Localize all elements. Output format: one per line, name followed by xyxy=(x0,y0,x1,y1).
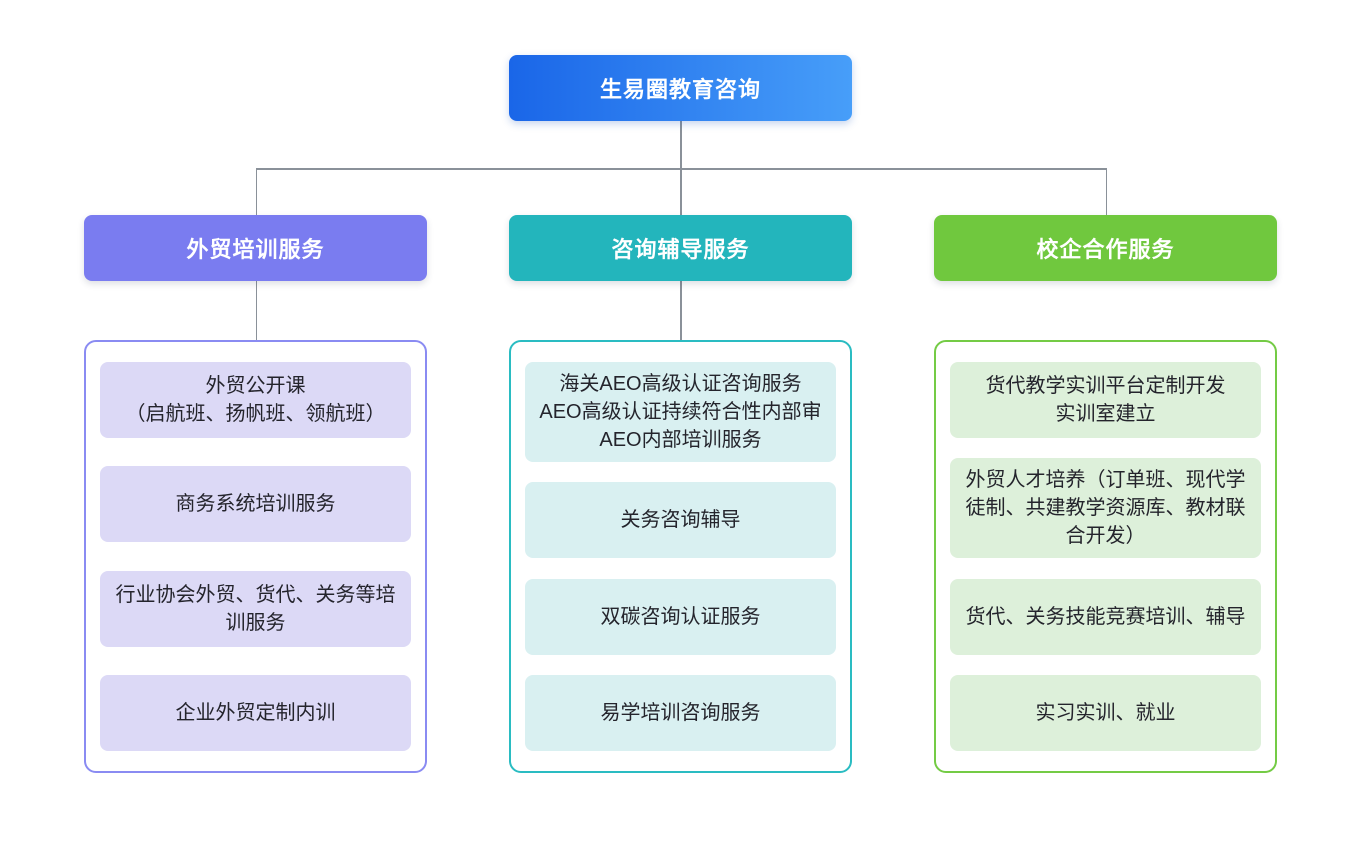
leaf-node-label: 企业外贸定制内训 xyxy=(175,701,336,724)
leaf-node-label: 易学培训咨询服务 xyxy=(600,701,761,724)
leaf-node: 实习实训、就业 xyxy=(950,674,1261,751)
connector-branch-stub-middle xyxy=(680,168,682,215)
connector-header-container-left xyxy=(255,281,257,340)
leaf-node: 货代教学实训平台定制开发 实训室建立 xyxy=(950,362,1261,438)
branch-header-consulting-coaching: 咨询辅导服务 xyxy=(509,215,852,281)
branch-container-school-enterprise-cooperation: 货代教学实训平台定制开发 实训室建立 外贸人才培养（订单班、现代学徒制、共建教学… xyxy=(934,340,1277,773)
leaf-node-label: 关务咨询辅导 xyxy=(620,509,741,532)
leaf-node-label: 商务系统培训服务 xyxy=(175,493,336,516)
leaf-node: 双碳咨询认证服务 xyxy=(525,578,836,655)
branch-header-label: 咨询辅导服务 xyxy=(611,237,750,262)
leaf-node: 商务系统培训服务 xyxy=(100,466,411,543)
leaf-node-label: 外贸人才培养（订单班、现代学徒制、共建教学资源库、教材联合开发） xyxy=(965,469,1246,548)
leaf-node-label: 货代教学实训平台定制开发 实训室建立 xyxy=(985,375,1226,425)
root-node: 生易圈教育咨询 xyxy=(509,55,852,121)
leaf-node: 海关AEO高级认证咨询服务 AEO高级认证持续符合性内部审 AEO内部培训服务 xyxy=(525,362,836,462)
leaf-node-label: 海关AEO高级认证咨询服务 AEO高级认证持续符合性内部审 AEO内部培训服务 xyxy=(539,373,822,451)
leaf-node: 外贸公开课 （启航班、扬帆班、领航班） xyxy=(100,362,411,438)
leaf-node: 货代、关务技能竞赛培训、辅导 xyxy=(950,578,1261,655)
leaf-node-label: 行业协会外贸、货代、关务等培训服务 xyxy=(115,583,396,634)
branch-header-label: 校企合作服务 xyxy=(1036,237,1175,262)
connector-root-stem xyxy=(680,121,682,168)
branch-header-school-enterprise-cooperation: 校企合作服务 xyxy=(934,215,1277,281)
branch-header-label: 外贸培训服务 xyxy=(186,237,325,262)
leaf-node-label: 双碳咨询认证服务 xyxy=(600,605,761,628)
branch-header-foreign-trade-training: 外贸培训服务 xyxy=(84,215,427,281)
leaf-node: 企业外贸定制内训 xyxy=(100,674,411,751)
root-node-label: 生易圈教育咨询 xyxy=(599,77,761,102)
leaf-node: 易学培训咨询服务 xyxy=(525,674,836,751)
leaf-node-label: 货代、关务技能竞赛培训、辅导 xyxy=(965,605,1246,628)
connector-header-container-middle xyxy=(680,281,682,340)
leaf-node: 行业协会外贸、货代、关务等培训服务 xyxy=(100,570,411,647)
leaf-node-label: 外贸公开课 （启航班、扬帆班、领航班） xyxy=(125,375,386,425)
connector-branch-stub-right xyxy=(1105,168,1107,215)
leaf-node: 外贸人才培养（订单班、现代学徒制、共建教学资源库、教材联合开发） xyxy=(950,458,1261,559)
leaf-node-label: 实习实训、就业 xyxy=(1035,701,1176,724)
connector-branch-stub-left xyxy=(255,168,257,215)
branch-container-consulting-coaching: 海关AEO高级认证咨询服务 AEO高级认证持续符合性内部审 AEO内部培训服务 … xyxy=(509,340,852,773)
leaf-node: 关务咨询辅导 xyxy=(525,482,836,559)
branch-container-foreign-trade-training: 外贸公开课 （启航班、扬帆班、领航班） 商务系统培训服务 行业协会外贸、货代、关… xyxy=(84,340,427,773)
